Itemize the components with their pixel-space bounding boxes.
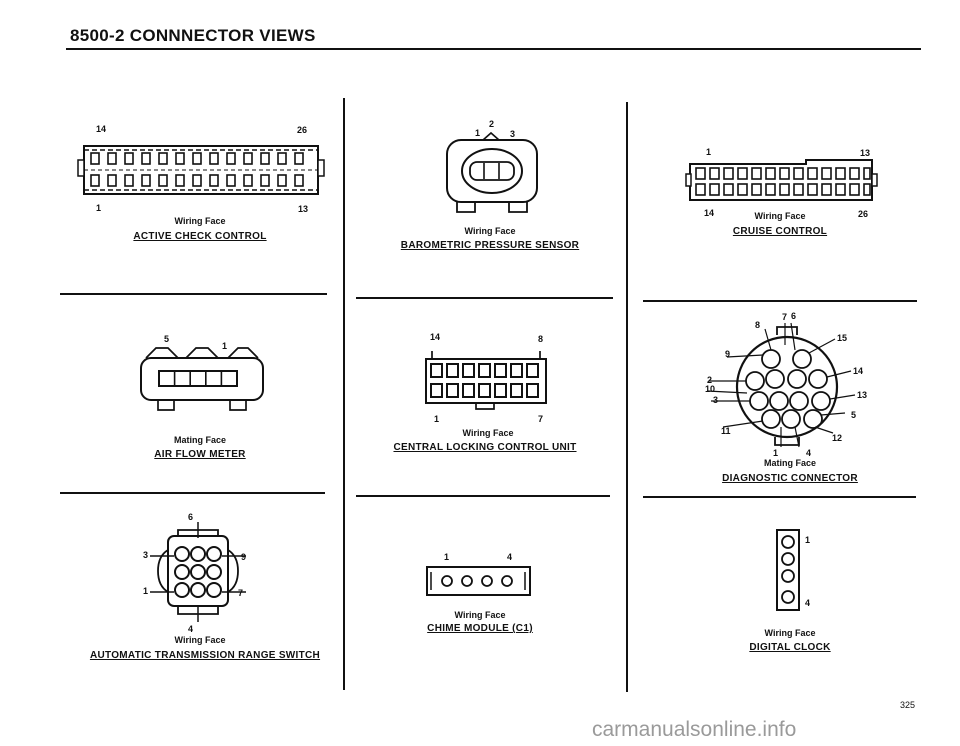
pin-label: 4 bbox=[806, 448, 812, 458]
pin-label: 8 bbox=[755, 320, 761, 330]
row-separator bbox=[643, 300, 917, 302]
pin-label: 9 bbox=[725, 349, 731, 359]
face-label: Wiring Face bbox=[462, 428, 514, 438]
column-divider-right bbox=[626, 102, 628, 692]
page-title: 8500-2 CONNNECTOR VIEWS bbox=[70, 26, 316, 45]
title-rule bbox=[66, 48, 921, 50]
face-label: Wiring Face bbox=[174, 216, 226, 226]
connector-diagram bbox=[685, 159, 878, 201]
connector-caption: CRUISE CONTROL bbox=[732, 226, 828, 237]
pin-label: 1 bbox=[805, 535, 811, 545]
connector-caption: BAROMETRIC PRESSURE SENSOR bbox=[400, 240, 580, 251]
page-number: 325 bbox=[900, 700, 916, 710]
connector-diagram bbox=[140, 347, 264, 411]
connector-diagram bbox=[776, 529, 800, 611]
connector-diagram bbox=[446, 131, 538, 213]
pin-label: 14 bbox=[430, 332, 441, 342]
pin-label: 1 bbox=[143, 586, 149, 596]
pin-label: 26 bbox=[297, 125, 308, 135]
column-divider-left bbox=[343, 98, 345, 690]
pin-label: 5 bbox=[851, 410, 857, 420]
pin-label: 6 bbox=[188, 512, 194, 522]
connector-caption: AIR FLOW METER bbox=[154, 449, 246, 460]
face-label: Wiring Face bbox=[754, 211, 806, 221]
pin-label: 10 bbox=[705, 384, 716, 394]
pin-label: 7 bbox=[538, 414, 544, 424]
pin-label: 4 bbox=[188, 624, 194, 634]
connector-diagram bbox=[150, 522, 246, 622]
pin-label: 11 bbox=[721, 426, 731, 436]
pin-label: 13 bbox=[298, 204, 309, 214]
pin-label: 26 bbox=[858, 209, 869, 219]
pin-label: 4 bbox=[507, 552, 513, 562]
row-separator bbox=[60, 293, 327, 295]
connector-caption: CENTRAL LOCKING CONTROL UNIT bbox=[393, 442, 577, 453]
pin-label: 13 bbox=[857, 390, 868, 400]
pin-label: 3 bbox=[143, 550, 149, 560]
pin-label: 4 bbox=[805, 598, 811, 608]
pin-label: 6 bbox=[791, 311, 797, 321]
connector-caption: AUTOMATIC TRANSMISSION RANGE SWITCH bbox=[89, 650, 321, 661]
connector-diagram bbox=[425, 351, 547, 410]
watermark: carmanualsonline.info bbox=[592, 718, 797, 741]
pin-label: 14 bbox=[704, 208, 715, 218]
pin-label: 3 bbox=[510, 129, 516, 139]
row-separator bbox=[356, 297, 613, 299]
pin-label: 5 bbox=[164, 334, 170, 344]
row-separator bbox=[356, 495, 610, 497]
connector-diagram bbox=[706, 322, 856, 448]
face-label: Wiring Face bbox=[174, 635, 226, 645]
pin-label: 1 bbox=[96, 203, 102, 213]
pin-label: 1 bbox=[475, 128, 481, 138]
connector-diagram bbox=[77, 145, 325, 195]
pin-label: 1 bbox=[773, 448, 779, 458]
pin-label: 1 bbox=[444, 552, 450, 562]
pin-label: 14 bbox=[96, 124, 107, 134]
face-label: Wiring Face bbox=[764, 628, 816, 638]
connector-caption: ACTIVE CHECK CONTROL bbox=[133, 231, 267, 242]
pin-label: 1 bbox=[222, 341, 228, 351]
pin-label: 1 bbox=[434, 414, 440, 424]
connector-caption: DIAGNOSTIC CONNECTOR bbox=[722, 473, 858, 484]
connector-caption: DIGITAL CLOCK bbox=[749, 642, 831, 653]
pin-label: 7 bbox=[238, 588, 244, 598]
face-label: Wiring Face bbox=[454, 610, 506, 620]
pin-label: 3 bbox=[713, 395, 719, 405]
pin-label: 1 bbox=[706, 147, 712, 157]
pin-label: 2 bbox=[489, 119, 495, 129]
pin-label: 8 bbox=[538, 334, 544, 344]
pin-label: 15 bbox=[837, 333, 848, 343]
pin-label: 13 bbox=[860, 148, 871, 158]
face-label: Wiring Face bbox=[464, 226, 516, 236]
face-label: Mating Face bbox=[173, 435, 226, 445]
row-separator bbox=[60, 492, 325, 494]
pin-label: 7 bbox=[782, 312, 788, 322]
pin-label: 9 bbox=[241, 552, 247, 562]
pin-label: 14 bbox=[853, 366, 864, 376]
face-label: Mating Face bbox=[763, 458, 816, 468]
pin-label: 2 bbox=[707, 375, 713, 385]
connector-caption: CHIME MODULE (C1) bbox=[427, 623, 533, 634]
row-separator bbox=[643, 496, 916, 498]
pin-label: 12 bbox=[832, 433, 843, 443]
connector-diagram bbox=[426, 566, 531, 596]
